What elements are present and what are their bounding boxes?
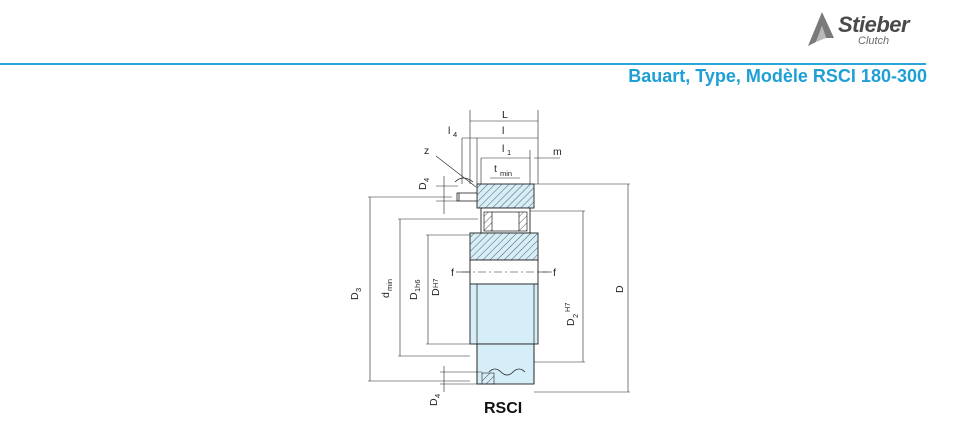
- label-dmin-sub: min: [385, 279, 394, 291]
- label-z: z: [424, 145, 429, 157]
- label-D4-bottom-sub: 4: [433, 394, 442, 398]
- label-D2H7-sub: 2: [571, 314, 580, 318]
- label-D1h6: D: [408, 292, 420, 300]
- top-dimensions: [435, 110, 560, 188]
- drawing-caption: RSCI: [484, 400, 523, 417]
- label-D3: D: [349, 292, 361, 300]
- label-D4-sub: 4: [422, 178, 431, 182]
- label-l4: l: [448, 125, 450, 137]
- label-D1h6-sub: 1h6: [413, 279, 422, 292]
- page-title: Bauart, Type, Modèle RSCI 180-300: [628, 66, 927, 86]
- right-dimensions: [530, 183, 630, 393]
- screw-detail: [454, 177, 478, 202]
- label-D3-sub: 3: [354, 288, 363, 292]
- label-D2H7: D: [565, 318, 577, 326]
- label-D2H7-sup: H7: [563, 302, 572, 312]
- outer-ring-section: [476, 183, 535, 209]
- label-DH7-sup: H7: [431, 278, 440, 288]
- label-D: D: [614, 285, 626, 293]
- label-tmin: t: [494, 163, 497, 175]
- main-body: [469, 283, 539, 385]
- label-l: l: [502, 125, 504, 137]
- sprag-cavity: [480, 207, 531, 234]
- label-m: m: [553, 146, 562, 158]
- inner-race-section: [469, 232, 539, 261]
- label-l1-sub: 1: [507, 148, 511, 157]
- label-l1: l: [502, 143, 504, 155]
- brand-name: Stieber: [838, 12, 910, 37]
- label-tmin-sub: min: [500, 169, 512, 178]
- label-L: L: [502, 109, 508, 121]
- label-DH7: D: [430, 288, 442, 296]
- stieber-logo-icon: [808, 12, 834, 46]
- label-dmin: d: [380, 292, 392, 298]
- label-D4: D: [417, 182, 429, 190]
- label-l4-sub: 4: [453, 130, 457, 139]
- label-f-right: f: [553, 267, 556, 279]
- label-D4-bottom: D: [428, 398, 440, 406]
- header-rule: [0, 63, 926, 65]
- label-f-left: f: [451, 267, 454, 279]
- left-dimensions: [368, 176, 482, 392]
- brand-subtitle: Clutch: [858, 35, 890, 47]
